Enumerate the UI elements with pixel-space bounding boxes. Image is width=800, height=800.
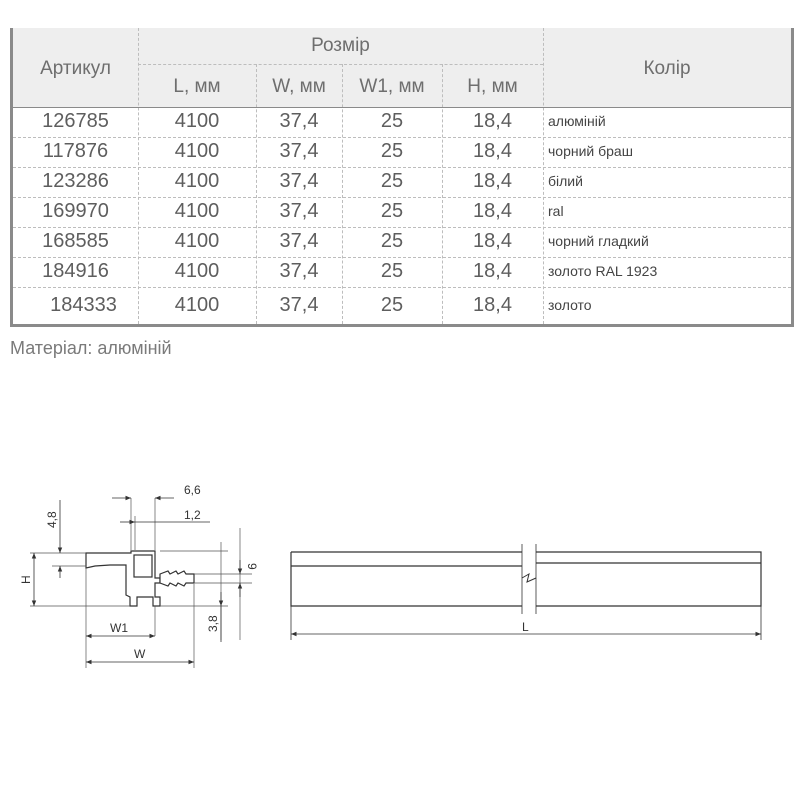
table-row: 117876 4100 37,4 25 18,4 чорний браш bbox=[13, 136, 791, 166]
technical-drawing: 6,6 1,2 4,8 H 9 3,8 W1 W L bbox=[19, 483, 762, 668]
grid-line bbox=[256, 64, 257, 324]
cell-article: 169970 bbox=[42, 200, 109, 222]
cell-H: 18,4 bbox=[473, 110, 512, 132]
cell-W: 37,4 bbox=[279, 230, 319, 252]
profile-side-view bbox=[290, 544, 762, 614]
dim-4-8-label: 4,8 bbox=[45, 511, 59, 528]
cell-article: 117876 bbox=[42, 140, 109, 162]
cell-article: 184916 bbox=[42, 260, 109, 282]
cell-W1: 25 bbox=[380, 110, 404, 132]
table-row: 123286 4100 37,4 25 18,4 білий bbox=[13, 166, 791, 196]
table-row: 169970 4100 37,4 25 18,4 ral bbox=[13, 196, 791, 226]
cell-article: 126785 bbox=[42, 110, 109, 132]
header-W: W, мм bbox=[272, 76, 326, 97]
cell-H: 18,4 bbox=[473, 140, 512, 162]
cell-L: 4100 bbox=[174, 140, 220, 162]
cell-W: 37,4 bbox=[279, 260, 319, 282]
dim-3-8-label: 3,8 bbox=[206, 615, 220, 632]
cell-W: 37,4 bbox=[279, 200, 319, 222]
cell-article: 123286 bbox=[42, 170, 109, 192]
header-size: Розмір bbox=[311, 35, 370, 56]
table-header: Артикул Розмір Колір L, мм W, мм W1, мм … bbox=[13, 28, 791, 107]
cell-color: алюміній bbox=[548, 113, 606, 129]
material-note: Матеріал: алюміній bbox=[10, 338, 172, 358]
header-L: L, мм bbox=[173, 76, 221, 97]
dim-1-2-label: 1,2 bbox=[184, 508, 201, 522]
cell-H: 18,4 bbox=[473, 230, 512, 252]
cell-W1: 25 bbox=[380, 200, 404, 222]
cell-article: 168585 bbox=[42, 230, 109, 252]
length-dimension bbox=[290, 606, 762, 640]
cell-color: ral bbox=[548, 203, 564, 219]
spec-table: Артикул Розмір Колір L, мм W, мм W1, мм … bbox=[10, 28, 794, 327]
cell-W: 37,4 bbox=[279, 294, 319, 316]
grid-line bbox=[138, 28, 139, 324]
dimension-labels: 6,6 1,2 4,8 H 9 3,8 W1 W bbox=[19, 483, 259, 661]
cell-W: 37,4 bbox=[279, 170, 319, 192]
cell-W1: 25 bbox=[380, 294, 404, 316]
cell-W: 37,4 bbox=[279, 140, 319, 162]
table-row: 184916 4100 37,4 25 18,4 золото RAL 1923 bbox=[13, 256, 791, 286]
cell-L: 4100 bbox=[174, 200, 220, 222]
grid-line bbox=[13, 227, 791, 228]
dim-H-label: H bbox=[19, 575, 33, 584]
cell-H: 18,4 bbox=[473, 294, 512, 316]
cell-W: 37,4 bbox=[279, 110, 319, 132]
profile-section bbox=[85, 550, 195, 607]
cell-L: 4100 bbox=[174, 260, 220, 282]
cell-color: чорний браш bbox=[548, 143, 633, 159]
cell-color: білий bbox=[548, 173, 583, 189]
header-color: Колір bbox=[643, 58, 691, 79]
header-article: Артикул bbox=[40, 58, 111, 79]
grid-line bbox=[442, 64, 443, 324]
cell-L: 4100 bbox=[174, 230, 220, 252]
dim-W-label: W bbox=[134, 647, 146, 661]
cell-color: чорний гладкий bbox=[548, 233, 649, 249]
grid-line bbox=[13, 257, 791, 258]
grid-line bbox=[138, 64, 543, 65]
grid-line bbox=[13, 167, 791, 168]
grid-line bbox=[13, 107, 791, 108]
cell-L: 4100 bbox=[174, 294, 220, 316]
grid-line bbox=[13, 137, 791, 138]
cell-color: золото RAL 1923 bbox=[548, 263, 658, 279]
header-H: H, мм bbox=[467, 76, 518, 97]
cell-H: 18,4 bbox=[473, 260, 512, 282]
grid-line bbox=[543, 28, 544, 324]
dim-L-label: L bbox=[522, 620, 529, 634]
cell-W1: 25 bbox=[380, 170, 404, 192]
cell-H: 18,4 bbox=[473, 200, 512, 222]
cell-L: 4100 bbox=[174, 110, 220, 132]
dim-6-6-label: 6,6 bbox=[184, 483, 201, 497]
dimension-lines bbox=[31, 495, 243, 665]
cell-color: золото bbox=[548, 297, 592, 313]
cell-W1: 25 bbox=[380, 140, 404, 162]
table-row: 184333 4100 37,4 25 18,4 золото bbox=[13, 290, 791, 320]
grid-line bbox=[342, 64, 343, 324]
cell-L: 4100 bbox=[174, 170, 220, 192]
grid-line bbox=[13, 287, 791, 288]
grid-line bbox=[13, 197, 791, 198]
table-row: 168585 4100 37,4 25 18,4 чорний гладкий bbox=[13, 226, 791, 256]
cell-article: 184333 bbox=[50, 294, 117, 316]
cell-W1: 25 bbox=[380, 230, 404, 252]
dim-W1-label: W1 bbox=[110, 621, 128, 635]
dim-9-label: 9 bbox=[245, 563, 259, 570]
header-W1: W1, мм bbox=[359, 76, 425, 97]
cell-H: 18,4 bbox=[473, 170, 512, 192]
table-row: 126785 4100 37,4 25 18,4 алюміній bbox=[13, 106, 791, 136]
cell-W1: 25 bbox=[380, 260, 404, 282]
